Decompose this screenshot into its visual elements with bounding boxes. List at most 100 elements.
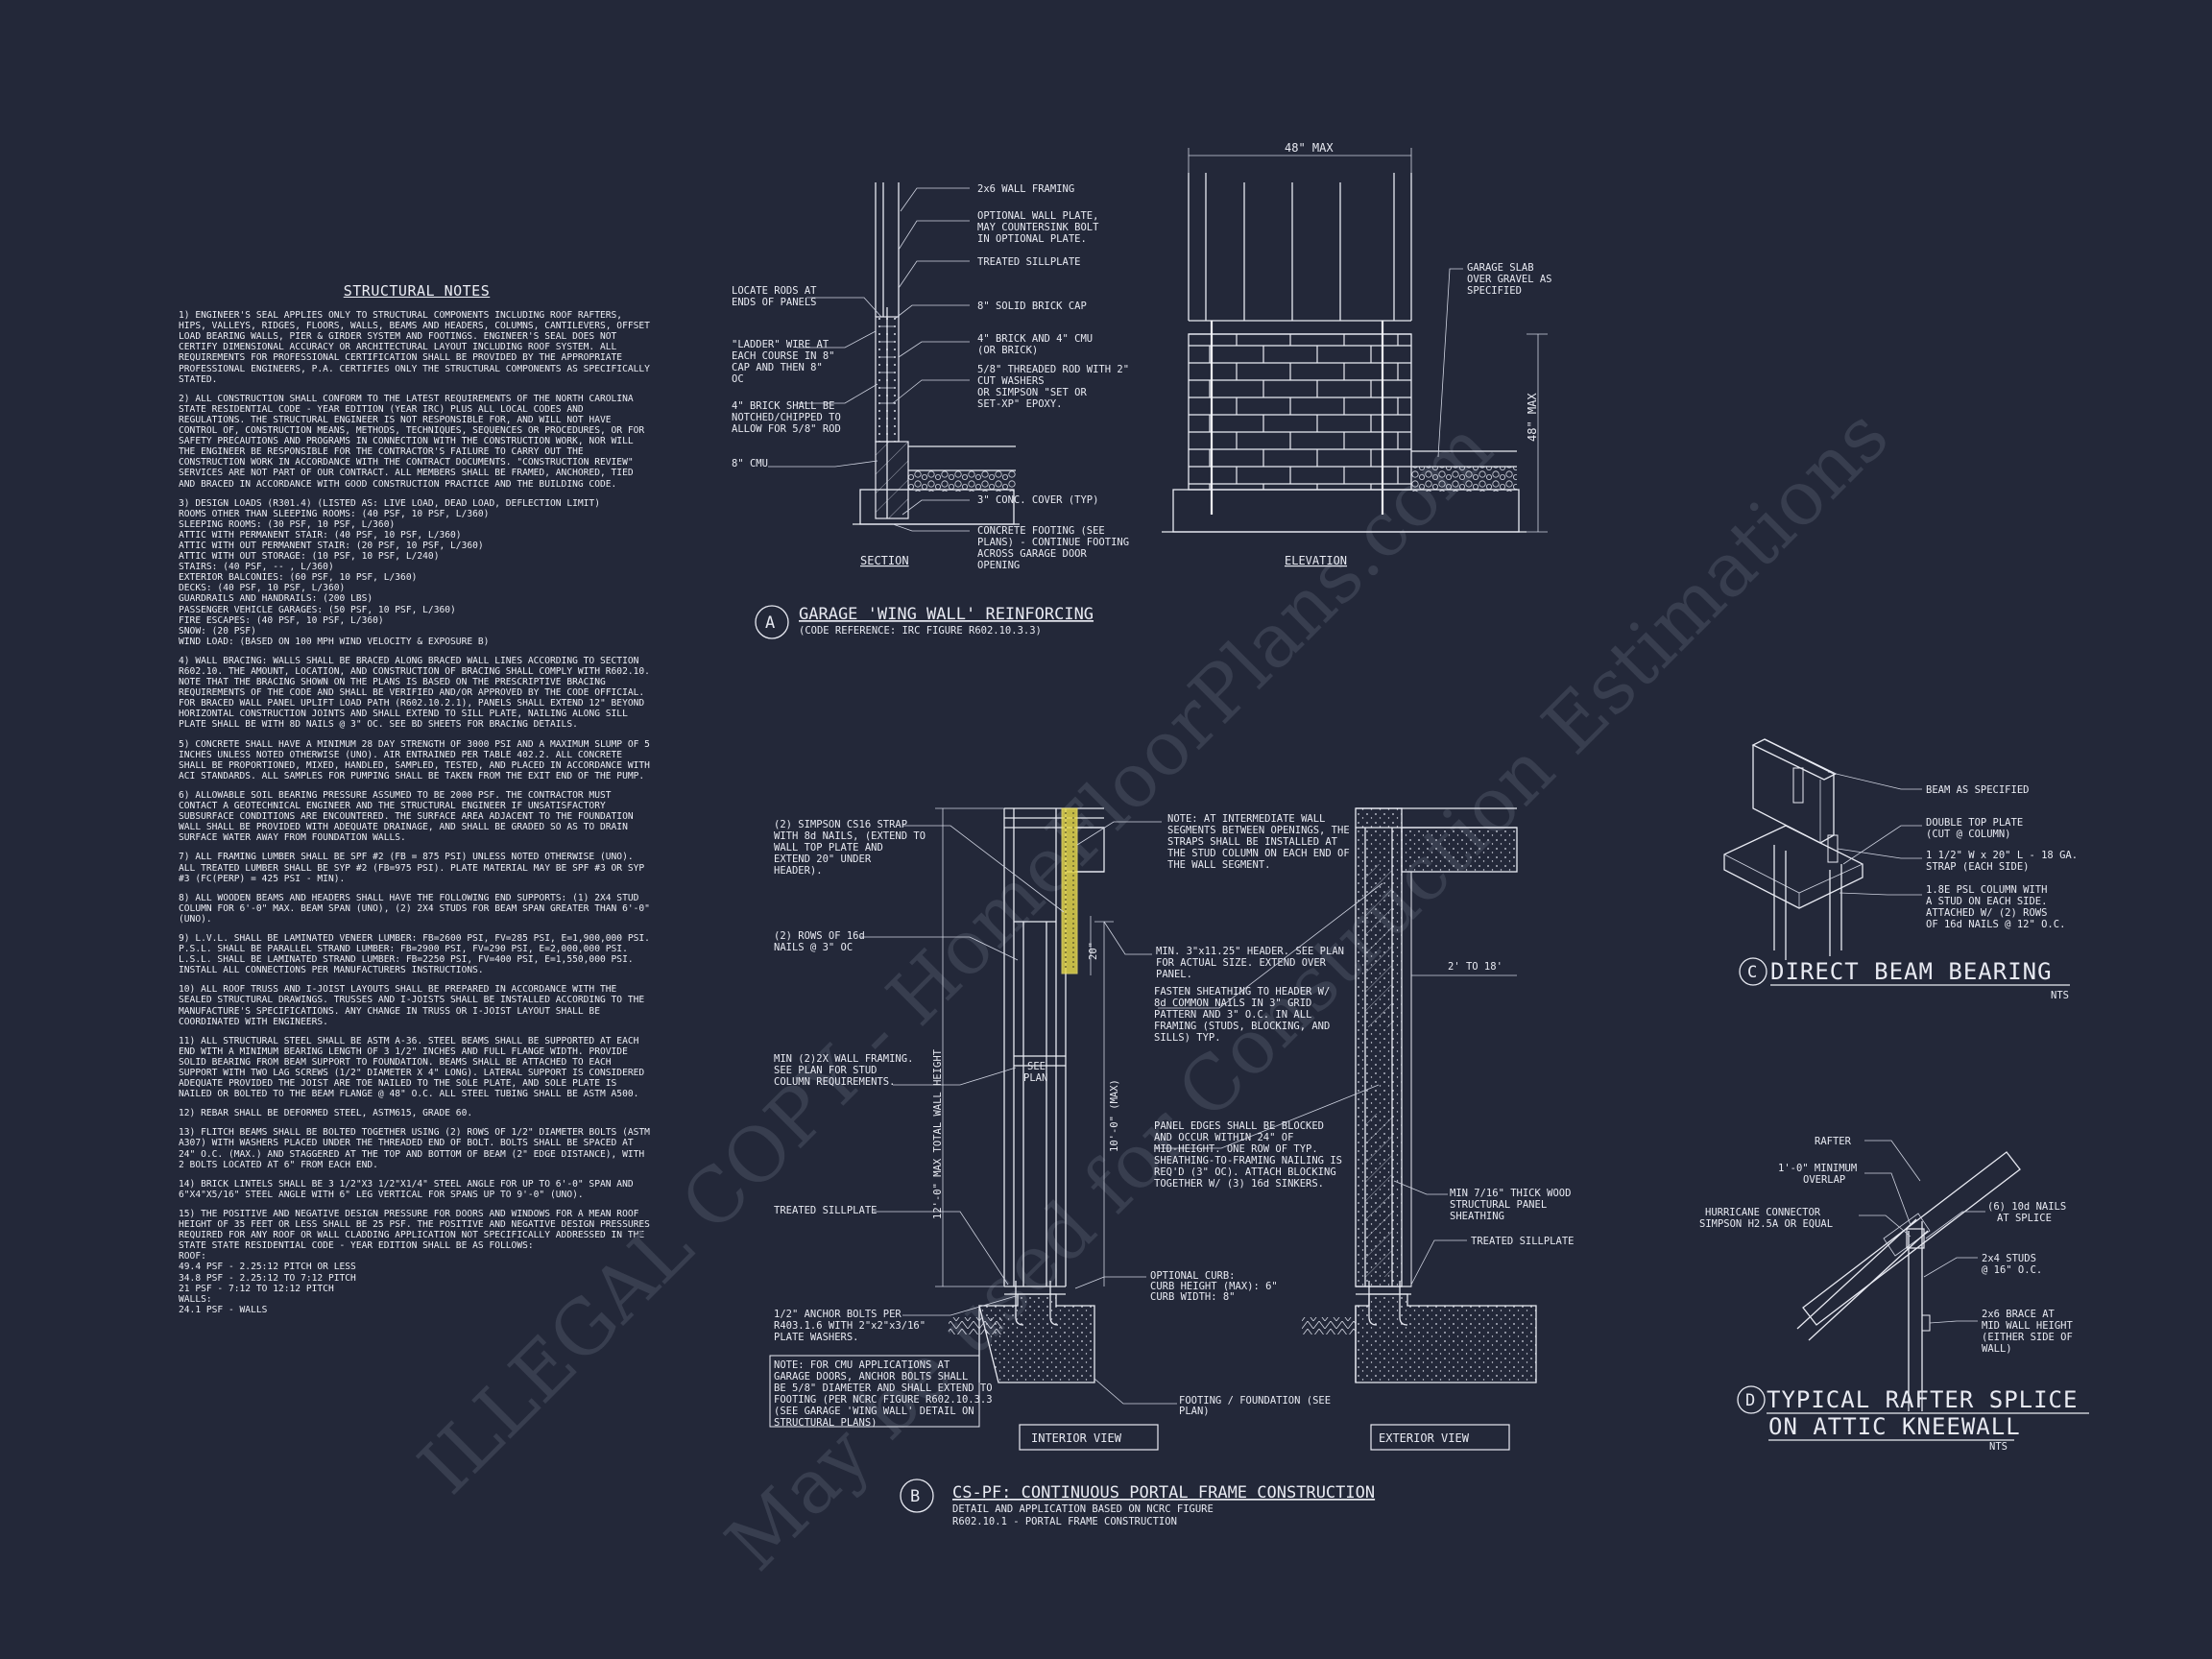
exterior-view-label: EXTERIOR VIEW — [1379, 1431, 1470, 1445]
note-brick-cmu: 4" BRICK AND 4" CMU(OR BRICK) — [977, 333, 1093, 356]
detail-d-title-line1: TYPICAL RAFTER SPLICE — [1767, 1386, 2078, 1413]
note-rafter: RAFTER — [1815, 1136, 1852, 1147]
detail-b-subtitle: DETAIL AND APPLICATION BASED ON NCRC FIG… — [952, 1503, 1214, 1527]
detail-c-notes: BEAM AS SPECIFIED DOUBLE TOP PLATE(CUT @… — [1926, 784, 2078, 930]
note-item: 15) THE POSITIVE AND NEGATIVE DESIGN PRE… — [179, 1208, 650, 1315]
detail-a-section — [768, 182, 1020, 532]
detail-b-title-block: B CS-PF: CONTINUOUS PORTAL FRAME CONSTRU… — [900, 1479, 1375, 1527]
exterior-view-box — [1370, 1424, 1510, 1451]
note-item: 4) WALL BRACING: WALLS SHALL BE BRACED A… — [179, 655, 650, 731]
note-fasten: FASTEN SHEATHING TO HEADER W/8d COMMON N… — [1154, 986, 1330, 1044]
note-strap-c: 1 1/2" W x 20" L - 18 GA.STRAP (EACH SID… — [1926, 850, 2078, 873]
detail-d-tag: D — [1745, 1391, 1755, 1410]
dim-2-to-18: 2' TO 18' — [1448, 961, 1503, 973]
note-curb: OPTIONAL CURB:CURB HEIGHT (MAX): 6"CURB … — [1150, 1270, 1278, 1303]
detail-b-title: CS-PF: CONTINUOUS PORTAL FRAME CONSTRUCT… — [952, 1483, 1375, 1503]
interior-view-label: INTERIOR VIEW — [1031, 1431, 1122, 1445]
note-item: 8) ALL WOODEN BEAMS AND HEADERS SHALL HA… — [179, 892, 650, 925]
detail-a-title: GARAGE 'WING WALL' REINFORCING — [799, 605, 1094, 624]
detail-b-tag: B — [910, 1487, 920, 1506]
structural-notes: STRUCTURAL NOTES 1) ENGINEER'S SEAL APPL… — [179, 282, 655, 1324]
note-studs: 2x4 STUDS@ 16" O.C. — [1982, 1253, 2042, 1276]
detail-a-tag: A — [765, 613, 775, 633]
note-min-framing: MIN (2)2X WALL FRAMING.SEE PLAN FOR STUD… — [774, 1053, 913, 1088]
detail-a-subtitle: (CODE REFERENCE: IRC FIGURE R602.10.3.3) — [799, 625, 1042, 637]
note-item: 9) L.V.L. SHALL BE LAMINATED VENEER LUMB… — [179, 932, 650, 976]
note-item: 14) BRICK LINTELS SHALL BE 3 1/2"x3 1/2"… — [179, 1178, 634, 1200]
dim-10ft-max: 10'-0" (MAX) — [1109, 1079, 1120, 1152]
detail-c-drawing — [1723, 738, 1922, 960]
detail-b-exterior-notes: FASTEN SHEATHING TO HEADER W/8d COMMON N… — [1154, 986, 1574, 1247]
note-item: 1) ENGINEER'S SEAL APPLIES ONLY TO STRUC… — [179, 310, 650, 385]
detail-c-tag: C — [1747, 963, 1757, 982]
detail-c-title-block: C DIRECT BEAM BEARING NTS — [1739, 957, 2070, 1001]
note-double-top: DOUBLE TOP PLATE(CUT @ COLUMN) — [1926, 817, 2023, 840]
note-item: 2) ALL CONSTRUCTION SHALL CONFORM TO THE… — [179, 393, 645, 490]
note-item: 5) CONCRETE SHALL HAVE A MINIMUM 28 DAY … — [179, 738, 650, 781]
detail-b-exterior — [1154, 807, 1537, 1383]
detail-a-elevation — [1162, 148, 1548, 533]
note-item: 12) REBAR SHALL BE DEFORMED STEEL, ASTM6… — [179, 1108, 473, 1119]
note-item: 13) FLITCH BEAMS SHALL BE BOLTED TOGETHE… — [179, 1127, 650, 1170]
note-cover: 3" CONC. COVER (TYP) — [977, 494, 1098, 506]
note-framing: 2x6 WALL FRAMING — [977, 183, 1074, 195]
dim-48-width: 48" MAX — [1285, 141, 1334, 155]
dim-20in: 20" — [1088, 942, 1099, 960]
detail-c-tag-circle — [1739, 957, 1767, 986]
note-item: 6) ALLOWABLE SOIL BEARING PRESSURE ASSUM… — [179, 789, 634, 844]
detail-a-tag-circle — [755, 605, 789, 639]
elevation-label: ELEVATION — [1285, 554, 1347, 567]
detail-b-interior — [860, 807, 1177, 1405]
note-optional-plate: OPTIONAL WALL PLATE,MAY COUNTERSINK BOLT… — [977, 210, 1099, 245]
note-beam: BEAM AS SPECIFIED — [1926, 784, 2029, 796]
note-cmu: 8" CMU — [732, 458, 768, 469]
detail-b-tag-circle — [900, 1479, 934, 1513]
detail-d-title-block: D TYPICAL RAFTER SPLICE ON ATTIC KNEEWAL… — [1737, 1385, 2089, 1453]
detail-c-title: DIRECT BEAM BEARING — [1770, 958, 2053, 985]
note-sillplate: TREATED SILLPLATE — [977, 256, 1080, 268]
notes-title: STRUCTURAL NOTES — [343, 282, 491, 300]
note-sill-right: TREATED SILLPLATE — [1471, 1236, 1574, 1247]
note-b-sillplate: TREATED SILLPLATE — [774, 1205, 877, 1216]
note-item: 10) ALL ROOF TRUSS AND I-JOIST LAYOUTS S… — [179, 984, 645, 1027]
note-item: 3) DESIGN LOADS (R301.4) (LISTED AS: LIV… — [179, 497, 600, 647]
detail-d-drawing — [1796, 1140, 2021, 1411]
section-label: SECTION — [860, 554, 909, 567]
detail-d-tag-circle — [1737, 1385, 1766, 1414]
detail-d-nts: NTS — [1989, 1441, 2008, 1453]
detail-a-title-block: A GARAGE 'WING WALL' REINFORCING (CODE R… — [755, 605, 1094, 639]
interior-view-box — [1019, 1424, 1159, 1451]
note-brick-cap: 8" SOLID BRICK CAP — [977, 301, 1087, 312]
dim-total-wall-height: 12'-0" MAX TOTAL WALL HEIGHT — [932, 1048, 944, 1219]
dim-48-height: 48" MAX — [1526, 393, 1539, 442]
note-item: 7) ALL FRAMING LUMBER SHALL BE SPF #2 (F… — [179, 852, 645, 884]
note-item: 11) ALL STRUCTURAL STEEL SHALL BE ASTM A… — [179, 1035, 645, 1100]
detail-c-nts: NTS — [2051, 990, 2069, 1001]
detail-d-title-line2: ON ATTIC KNEEWALL — [1768, 1413, 2021, 1440]
